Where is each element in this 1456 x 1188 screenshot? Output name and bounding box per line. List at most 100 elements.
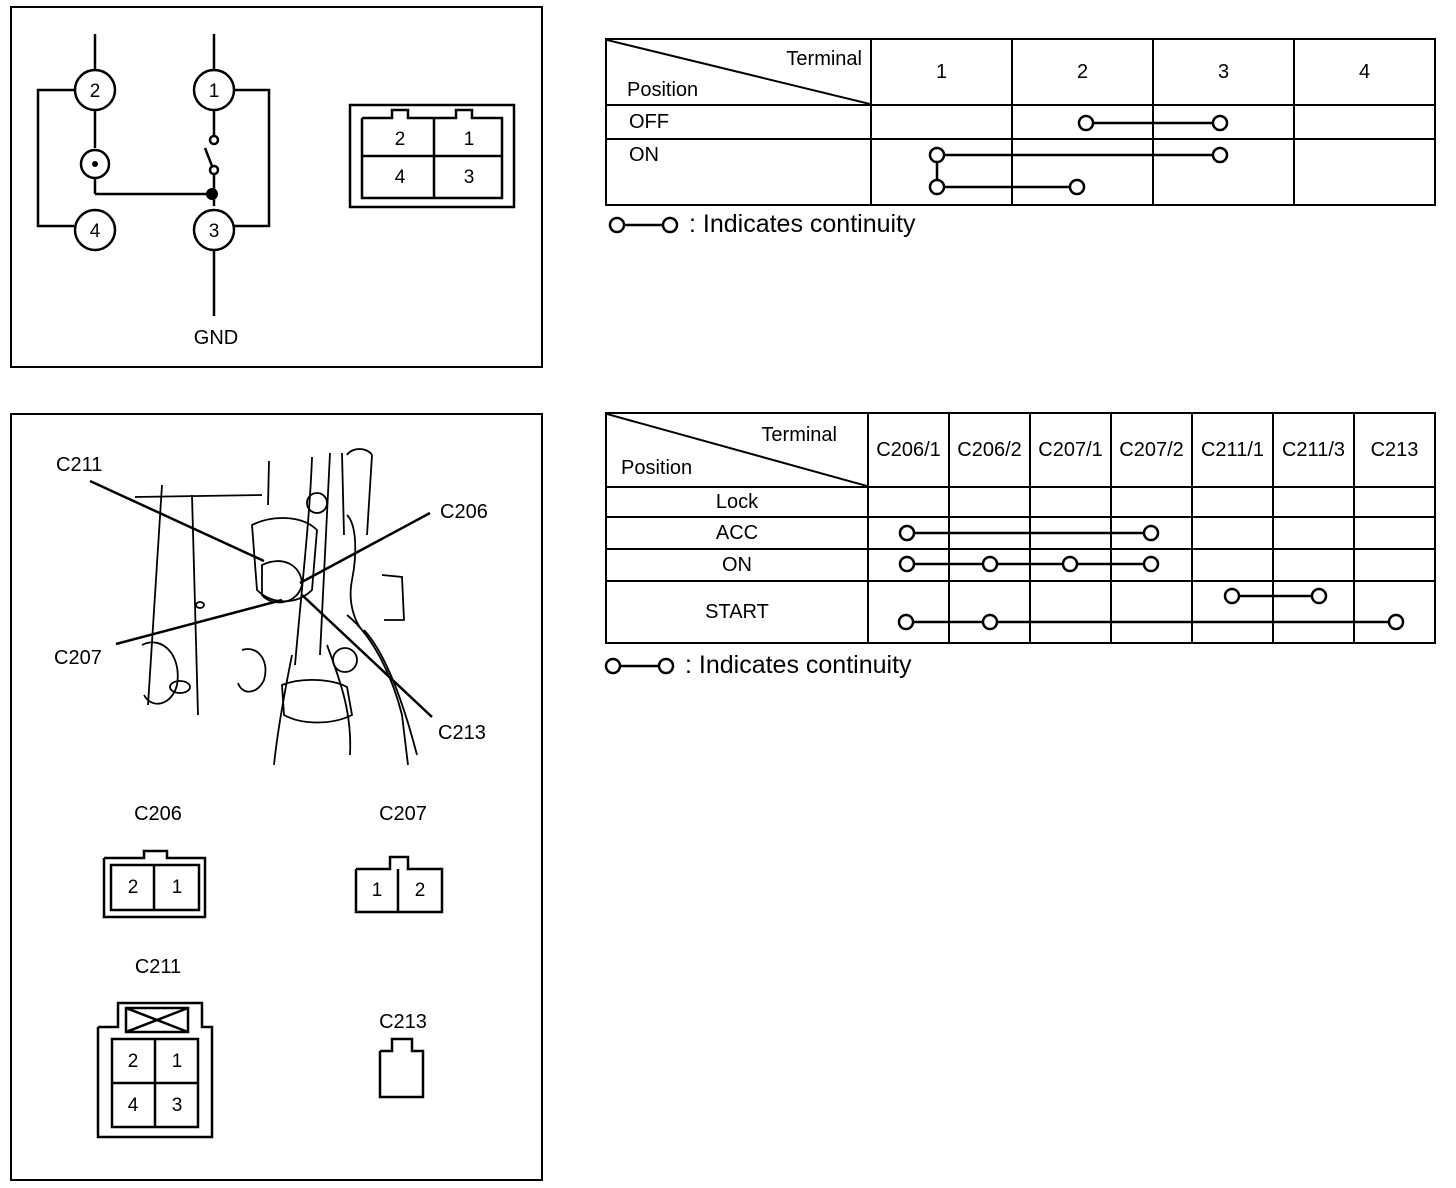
- connector-c206: [102, 849, 207, 919]
- terminal-4-label: 4: [90, 221, 101, 242]
- table-cell: [870, 104, 1013, 140]
- row-label-off: OFF: [605, 104, 872, 140]
- table-cell: [1191, 486, 1274, 518]
- row-label-lock: Lock: [605, 486, 869, 518]
- table-cell: [1272, 548, 1355, 582]
- location-illustration: C211 C206 C207 C213 C206 2 1 C207 1 2 C2…: [54, 448, 488, 1139]
- continuity-table-2: Terminal Position C206/1 C206/2 C207/1 C…: [605, 412, 1436, 644]
- column-header: 3: [1152, 38, 1295, 106]
- location-panel: C211 C206 C207 C213 C206 2 1 C207 1 2 C2…: [10, 413, 543, 1181]
- table-cell: [948, 486, 1031, 518]
- connector-c213: [378, 1037, 425, 1099]
- c206-pin: 2: [128, 877, 139, 898]
- connector-c213-title: C213: [379, 1011, 427, 1033]
- table-cell: [1191, 516, 1274, 550]
- terminal-2-label: 2: [90, 81, 101, 102]
- column-header: C211/1: [1191, 412, 1274, 488]
- table-cell: [1293, 138, 1436, 206]
- table2-corner-header: Terminal Position: [605, 412, 869, 488]
- table-cell: [870, 138, 1013, 206]
- column-header: C211/3: [1272, 412, 1355, 488]
- connector-c211: [96, 1001, 214, 1139]
- table-cell: [1029, 516, 1112, 550]
- table-cell: [1353, 516, 1436, 550]
- c211-pin: 4: [128, 1095, 139, 1116]
- callout-c211: C211: [56, 454, 102, 476]
- table2-legend: : Indicates continuity: [603, 651, 912, 680]
- table-cell: [1110, 516, 1193, 550]
- callout-c213: C213: [438, 722, 486, 744]
- table-cell: [867, 516, 950, 550]
- legend-text: : Indicates continuity: [685, 651, 912, 679]
- row-label-on: ON: [605, 548, 869, 582]
- column-header: C206/1: [867, 412, 950, 488]
- table-cell: [1011, 138, 1154, 206]
- table-cell: [948, 548, 1031, 582]
- c207-pin: 2: [415, 880, 426, 901]
- position-header: Position: [627, 79, 699, 101]
- connector-pin-3: 3: [464, 167, 475, 188]
- row-label-start: START: [605, 580, 869, 644]
- table-cell: [1353, 580, 1436, 644]
- table-cell: [1272, 516, 1355, 550]
- table-cell: [867, 548, 950, 582]
- position-header: Position: [621, 457, 693, 479]
- table-cell: [1110, 486, 1193, 518]
- table-cell: [1191, 548, 1274, 582]
- c211-pin: 1: [172, 1051, 183, 1072]
- terminal-3-label: 3: [209, 221, 220, 242]
- c207-pin: 1: [372, 880, 383, 901]
- terminal-header: Terminal: [786, 48, 862, 70]
- connector-c211-title: C211: [135, 956, 181, 978]
- callout-c207: C207: [54, 647, 102, 669]
- column-header: 2: [1011, 38, 1154, 106]
- row-label-on: ON: [605, 138, 872, 206]
- table-cell: [1353, 548, 1436, 582]
- callout-c206: C206: [440, 501, 488, 523]
- switch-schematic-diagram: 2 1 4 3 GND 2 1 4 3: [36, 34, 516, 349]
- connector-c207-title: C207: [379, 803, 427, 825]
- connector-face: [348, 103, 516, 209]
- column-header: C207/1: [1029, 412, 1112, 488]
- table-cell: [1272, 486, 1355, 518]
- table-cell: [1191, 580, 1274, 644]
- table-cell: [1011, 104, 1154, 140]
- table-cell: [1029, 548, 1112, 582]
- table-cell: [1353, 486, 1436, 518]
- table-cell: [1110, 580, 1193, 644]
- connector-pin-2: 2: [395, 129, 406, 150]
- terminal-header: Terminal: [761, 424, 837, 446]
- table-cell: [1152, 138, 1295, 206]
- column-header: C206/2: [948, 412, 1031, 488]
- row-label-acc: ACC: [605, 516, 869, 550]
- terminal-1-label: 1: [209, 81, 220, 102]
- c206-pin: 1: [172, 877, 183, 898]
- column-header: C213: [1353, 412, 1436, 488]
- table-cell: [1152, 104, 1295, 140]
- table1-corner-header: Terminal Position: [605, 38, 872, 106]
- table-cell: [1293, 104, 1436, 140]
- gnd-label: GND: [194, 327, 238, 349]
- table-cell: [1029, 486, 1112, 518]
- table-cell: [948, 580, 1031, 644]
- continuity-table-1: Terminal Position 1 2 3 4 OFF ON: [605, 38, 1436, 206]
- table-cell: [948, 516, 1031, 550]
- table-cell: [1272, 580, 1355, 644]
- c211-pin: 3: [172, 1095, 183, 1116]
- continuity-symbol-icon: [604, 657, 675, 674]
- steering-column-sketch: [134, 448, 418, 766]
- callout-leaders: [89, 479, 433, 718]
- connector-pin-1: 1: [464, 129, 475, 150]
- table-cell: [1029, 580, 1112, 644]
- column-header: 4: [1293, 38, 1436, 106]
- connector-c207: [354, 855, 444, 914]
- c211-pin: 2: [128, 1051, 139, 1072]
- table1-legend: : Indicates continuity: [607, 210, 916, 239]
- legend-text: : Indicates continuity: [689, 210, 916, 238]
- column-header: 1: [870, 38, 1013, 106]
- table-cell: [867, 486, 950, 518]
- continuity-symbol-icon: [608, 216, 679, 233]
- switch-schematic-panel: 2 1 4 3 GND 2 1 4 3: [10, 6, 543, 368]
- table-cell: [1110, 548, 1193, 582]
- connector-pin-4: 4: [395, 167, 406, 188]
